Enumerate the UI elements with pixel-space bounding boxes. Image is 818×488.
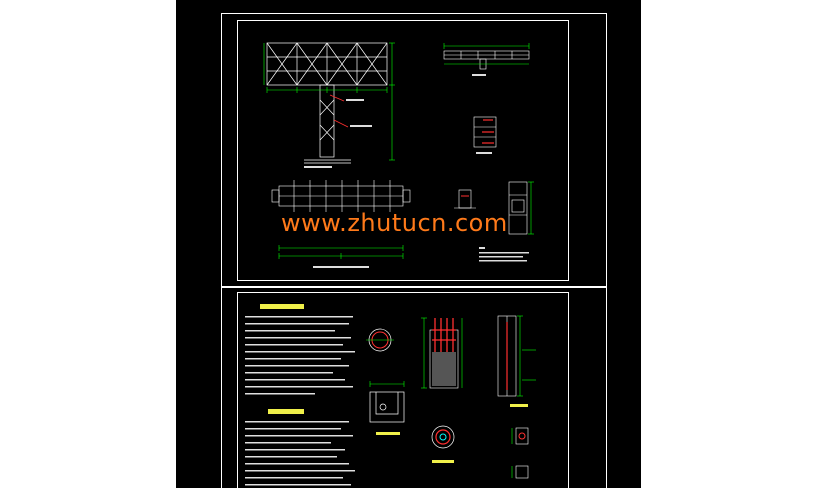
connection-accent <box>482 119 494 144</box>
plan-view-dimensions <box>278 245 404 259</box>
elevation-leaders <box>329 94 349 128</box>
pile-section-fill <box>432 352 456 386</box>
design-notes-lines <box>245 316 355 486</box>
top-frame-dimensions <box>443 43 530 65</box>
pile-ring-label-mark <box>432 460 454 463</box>
sheet-1-inner-frame <box>237 20 569 281</box>
anchor-accent <box>518 432 526 440</box>
sheet-2-inner-frame <box>237 292 569 488</box>
cad-linework <box>245 42 536 486</box>
pile-ring-section <box>431 425 455 449</box>
side-detail <box>508 181 528 235</box>
watermark-text: www.zhutucn.com <box>281 209 508 237</box>
anchor-details <box>515 427 529 479</box>
base-plan-dimensions <box>369 381 405 387</box>
side-detail-dimensions <box>528 181 534 235</box>
sheet-2-outer-frame <box>221 286 607 488</box>
sheet-1-outer-frame <box>221 13 607 288</box>
connection-detail <box>473 116 497 148</box>
billboard-elevation <box>266 42 388 164</box>
plan-view <box>271 180 411 212</box>
pile-reinforcement <box>432 318 456 352</box>
plan-view-label-mark <box>313 266 369 268</box>
top-frame-detail <box>443 50 530 70</box>
connection-label-mark <box>476 152 492 154</box>
top-frame-label-mark <box>472 74 486 76</box>
column-label-mark <box>510 404 528 407</box>
pile-dimensions <box>421 317 463 389</box>
base-plan-label-mark <box>376 432 400 435</box>
base-plan <box>369 391 405 423</box>
pile-circle-section <box>366 328 394 352</box>
design-notes-title-marks <box>260 304 304 414</box>
elevation-label-marks <box>304 99 372 168</box>
cad-drawing-canvas: www.zhutucn.com <box>176 0 641 488</box>
elevation-dimensions <box>263 42 395 161</box>
sheet-1-notes-marks <box>479 247 529 262</box>
section-detail <box>454 189 476 209</box>
column-elevation-dimensions <box>517 315 536 397</box>
